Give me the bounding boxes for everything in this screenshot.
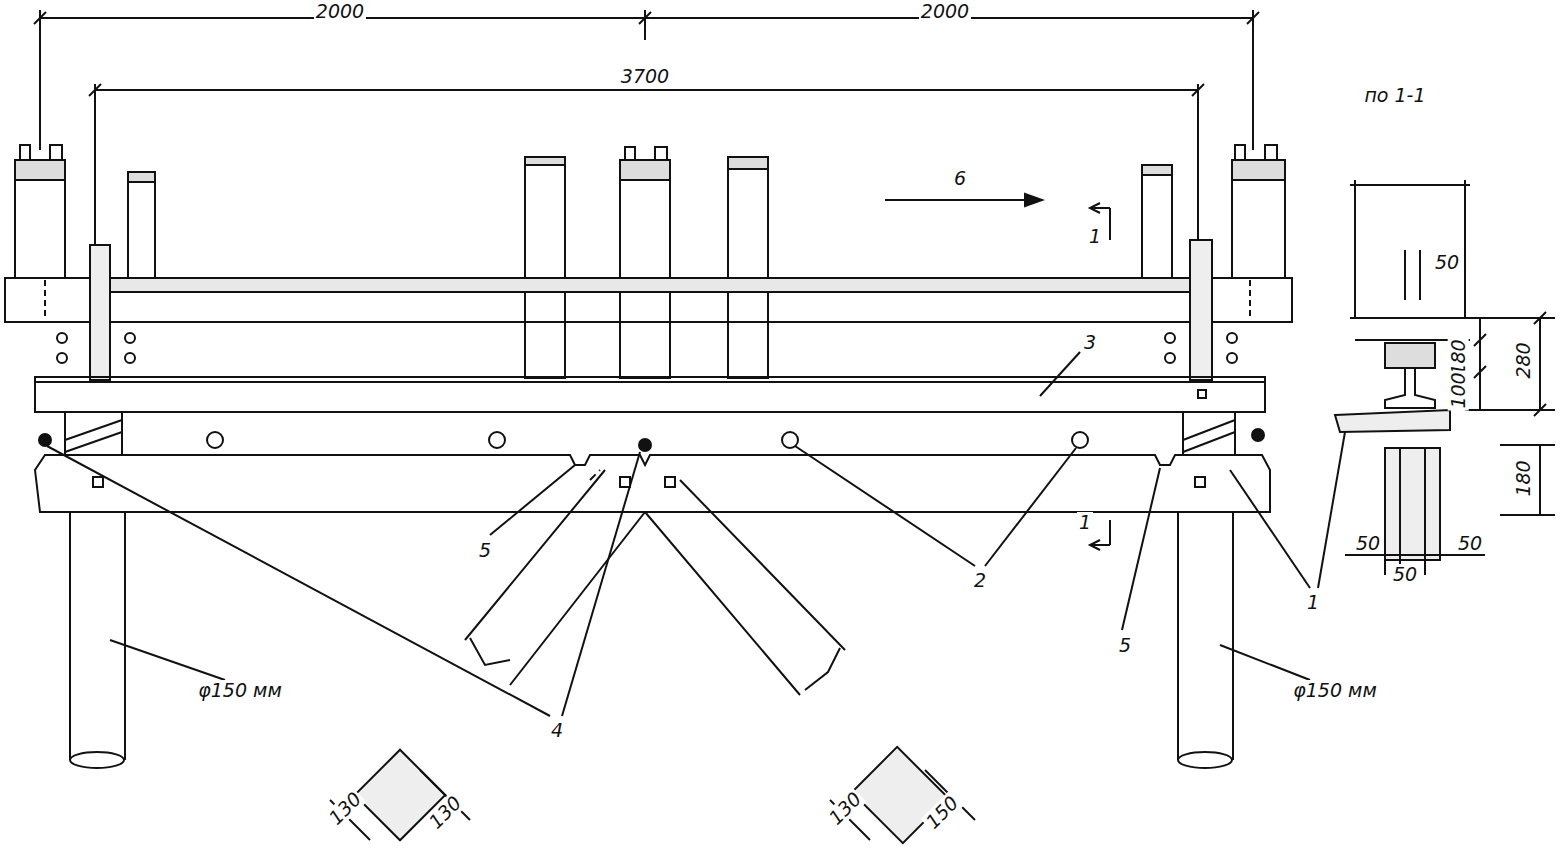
dimension-label: 5	[1117, 635, 1133, 656]
dimension-label: 3700	[619, 66, 671, 87]
dimension-label: 6	[952, 168, 968, 189]
dimension-label: 1	[1305, 592, 1321, 613]
dimension-label: φ150 мм	[1291, 680, 1379, 701]
dimension-label: 1	[1077, 512, 1093, 533]
dimension-label: 50	[1433, 252, 1461, 273]
dimension-label: 50	[1456, 533, 1484, 554]
dimension-label: 50	[1391, 564, 1419, 585]
dimension-label: 5	[477, 540, 493, 561]
dimension-label: 3	[1082, 332, 1098, 353]
dimension-label: 100	[1448, 370, 1469, 410]
dimension-label: 4	[549, 720, 565, 741]
dimension-label: 2000	[919, 1, 971, 22]
dimension-label: 50	[1354, 533, 1382, 554]
dimension-label: 2000	[314, 1, 366, 22]
dimension-label: по 1-1	[1362, 85, 1427, 106]
dimension-label: 2	[972, 570, 988, 591]
dimension-label: 1	[1087, 226, 1103, 247]
dimension-label: φ150 мм	[196, 680, 284, 701]
dimension-label: 180	[1513, 458, 1534, 498]
dimension-label: 280	[1513, 340, 1534, 380]
